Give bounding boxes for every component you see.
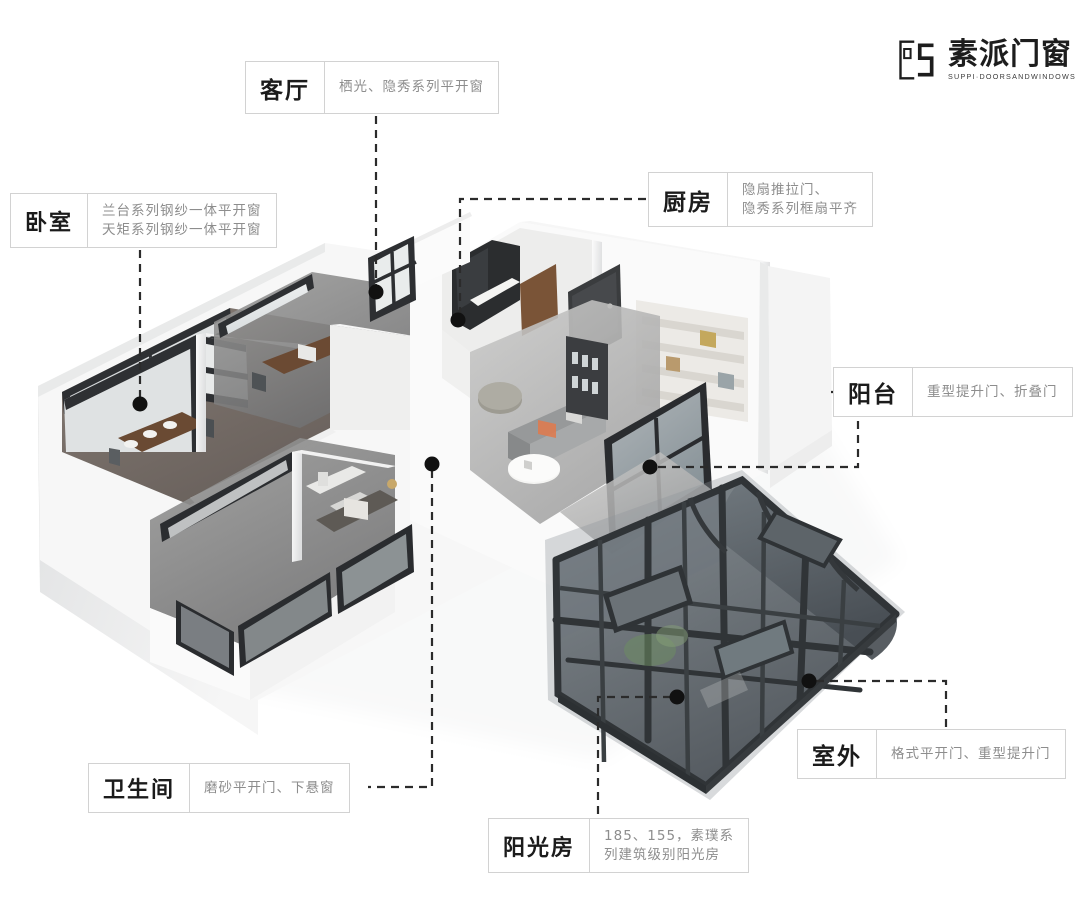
- callout-outdoor-value: 格式平开门、重型提升门: [877, 730, 1065, 778]
- sunroom-vent: [602, 509, 843, 681]
- marker-kitchen: [450, 312, 466, 328]
- callout-bedroom-key: 卧室: [11, 194, 89, 247]
- leader-kitchen: [458, 197, 646, 314]
- callout-bedroom-line-2: 天矩系列钢纱一体平开窗: [102, 221, 262, 238]
- brand-name-en: SUPPI·DOORSANDWINDOWS: [948, 71, 1077, 81]
- marker-outdoor: [801, 673, 817, 689]
- callout-kitchen-value: 隐扇推拉门、 隐秀系列框扇平齐: [728, 173, 872, 226]
- leader-outdoor: [816, 679, 948, 727]
- marker-living: [368, 284, 384, 300]
- callout-sunroom-value: 185、155，素璞系 列建筑级别阳光房: [590, 819, 748, 872]
- callout-balcony-key: 阳台: [834, 368, 913, 416]
- callout-sunroom[interactable]: 阳光房 185、155，素璞系 列建筑级别阳光房: [488, 818, 750, 873]
- callout-bathroom-key: 卫生间: [89, 764, 191, 812]
- callout-kitchen-line-1: 隐扇推拉门、: [742, 181, 829, 198]
- callout-balcony-value: 重型提升门、折叠门: [913, 368, 1072, 416]
- brand-logo: 素派门窗 SUPPI·DOORSANDWINDOWS: [895, 38, 1076, 82]
- right-wing: [758, 262, 832, 488]
- callout-kitchen-line-2: 隐秀系列框扇平齐: [742, 200, 858, 217]
- callout-living-room-value: 栖光、隐秀系列平开窗: [325, 62, 498, 113]
- callout-sunroom-line-1: 185、155，素璞系: [604, 827, 735, 844]
- marker-bathroom: [424, 456, 440, 472]
- callout-sunroom-line-2: 列建筑级别阳光房: [604, 846, 721, 863]
- callout-kitchen[interactable]: 厨房 隐扇推拉门、 隐秀系列框扇平齐: [648, 172, 873, 227]
- leader-markers: [132, 284, 817, 705]
- callout-balcony[interactable]: 阳台 重型提升门、折叠门: [833, 367, 1073, 417]
- callout-bedroom-value: 兰台系列钢纱一体平开窗 天矩系列钢纱一体平开窗: [88, 194, 276, 247]
- brand-wordmark: 素派门窗 SUPPI·DOORSANDWINDOWS: [948, 36, 1077, 82]
- callout-sunroom-key: 阳光房: [489, 819, 591, 872]
- marker-balcony: [642, 459, 658, 475]
- leader-bathroom: [368, 470, 434, 789]
- callout-balcony-line-1: 重型提升门、折叠门: [927, 383, 1058, 400]
- callout-living-room-key: 客厅: [246, 62, 325, 113]
- callout-outdoor-key: 室外: [798, 730, 877, 778]
- callout-bedroom-line-1: 兰台系列钢纱一体平开窗: [102, 202, 262, 219]
- marker-bedroom: [132, 396, 148, 412]
- callout-kitchen-key: 厨房: [649, 173, 728, 226]
- callout-bedroom[interactable]: 卧室 兰台系列钢纱一体平开窗 天矩系列钢纱一体平开窗: [10, 193, 277, 248]
- callout-bathroom-line-1: 磨砂平开门、下悬窗: [204, 779, 335, 796]
- callout-outdoor-line-1: 格式平开门、重型提升门: [891, 745, 1051, 762]
- upper-detail: [368, 212, 472, 322]
- leader-balcony: [657, 390, 860, 469]
- sunroom: [545, 470, 905, 800]
- brand-name-cn: 素派门窗: [948, 36, 1072, 72]
- callout-living-room[interactable]: 客厅 栖光、隐秀系列平开窗: [245, 61, 499, 114]
- marker-sunroom: [669, 689, 685, 705]
- suppi-monogram-icon: [899, 40, 934, 80]
- callout-outdoor[interactable]: 室外 格式平开门、重型提升门: [797, 729, 1066, 779]
- left-wing: [38, 243, 520, 735]
- leader-sunroom: [596, 695, 671, 816]
- callout-bathroom[interactable]: 卫生间 磨砂平开门、下悬窗: [88, 763, 350, 813]
- callout-bathroom-value: 磨砂平开门、下悬窗: [190, 764, 349, 812]
- callout-living-room-line-1: 栖光、隐秀系列平开窗: [339, 79, 484, 95]
